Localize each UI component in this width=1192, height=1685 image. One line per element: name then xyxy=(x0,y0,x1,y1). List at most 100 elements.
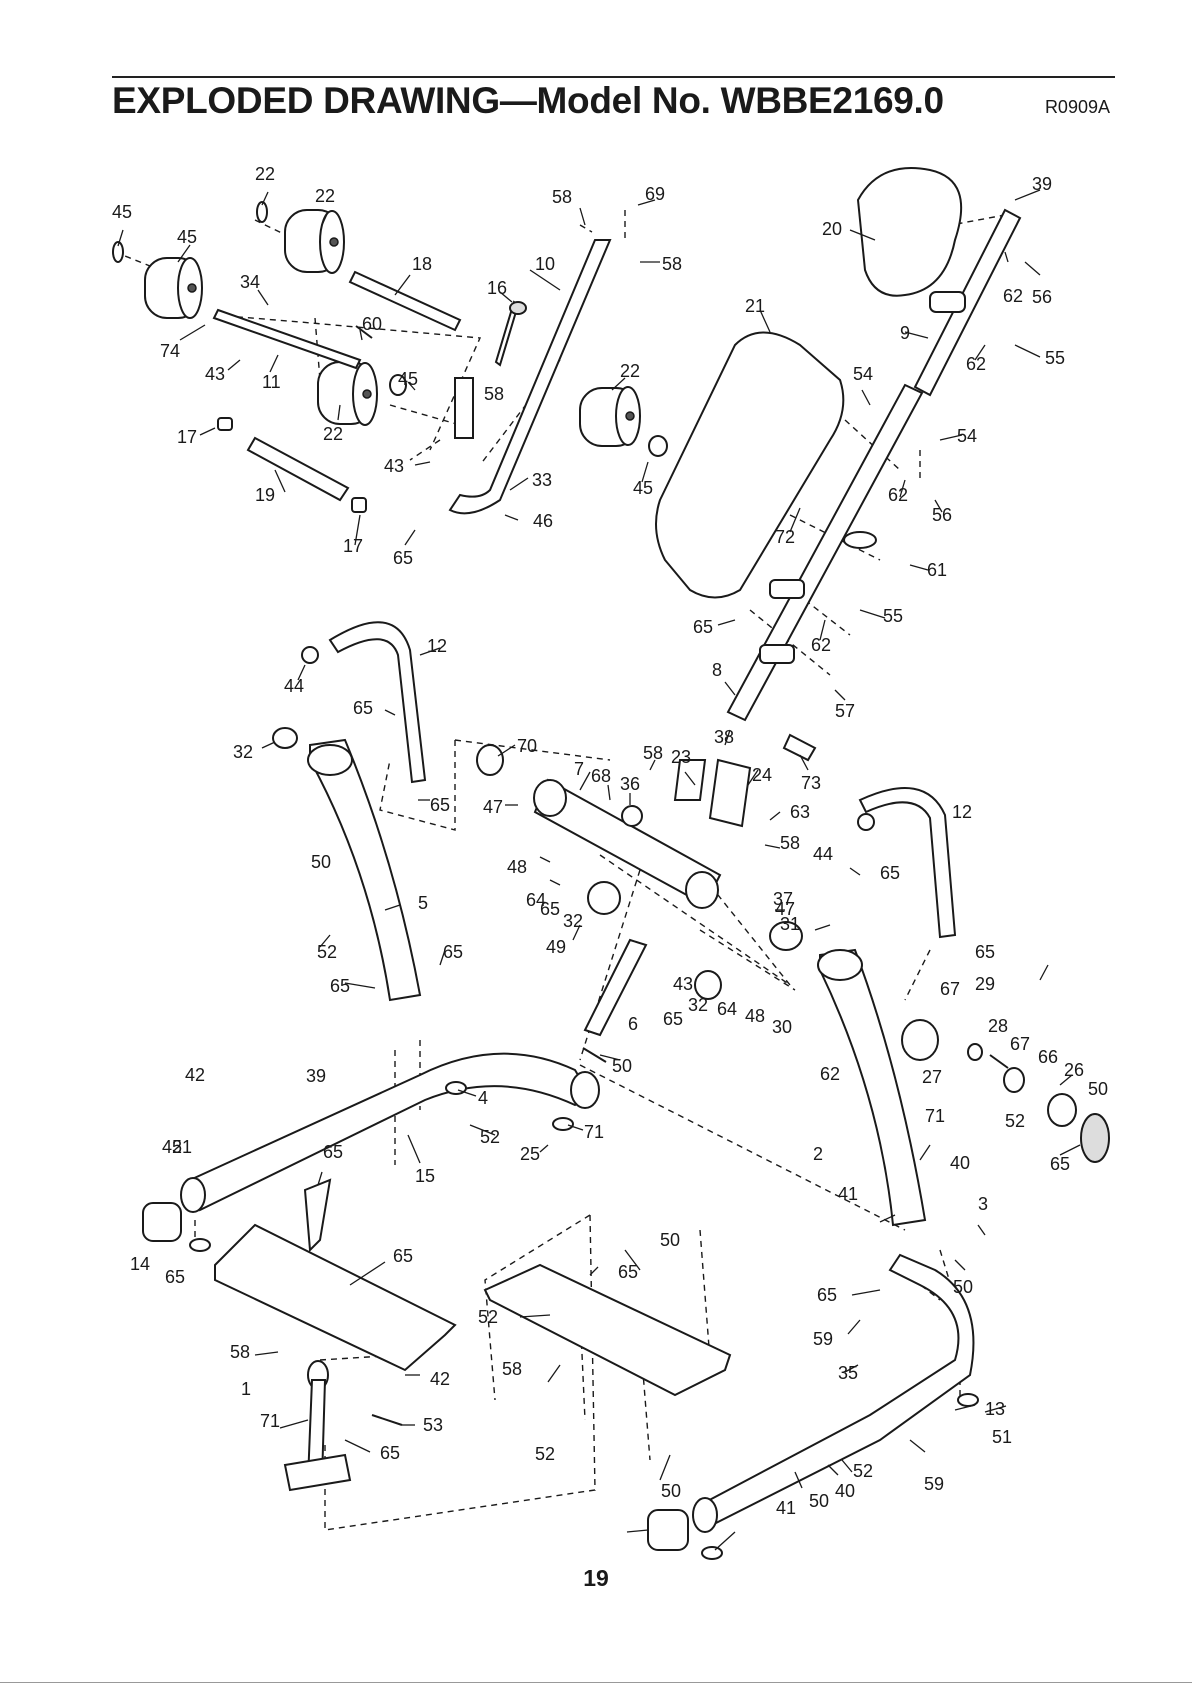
handlebar-12-left xyxy=(328,621,427,784)
part-label: 62 xyxy=(888,485,908,505)
part-label: 71 xyxy=(925,1106,945,1126)
part-label: 65 xyxy=(1050,1154,1070,1174)
part-label: 65 xyxy=(380,1443,400,1463)
part-label: 47 xyxy=(775,899,795,919)
part-label: 65 xyxy=(975,942,995,962)
part-label: 43 xyxy=(384,456,404,476)
part-label: 62 xyxy=(1003,286,1023,306)
disc-31 xyxy=(769,921,803,951)
part-label: 52 xyxy=(1005,1111,1025,1131)
part-label: 32 xyxy=(688,995,708,1015)
part-label: 71 xyxy=(584,1122,604,1142)
part-label: 12 xyxy=(427,636,447,656)
part-label: 65 xyxy=(618,1262,638,1282)
disc-45-b xyxy=(256,201,268,223)
part-label: 65 xyxy=(817,1285,837,1305)
title-rule xyxy=(112,76,1115,78)
disc-45-a xyxy=(112,241,124,263)
part-label: 44 xyxy=(813,844,833,864)
part-label: 26 xyxy=(1064,1060,1084,1080)
seat-21 xyxy=(655,331,845,599)
part-label: 54 xyxy=(853,364,873,384)
part-label: 65 xyxy=(443,942,463,962)
part-label: 32 xyxy=(563,911,583,931)
part-label: 39 xyxy=(306,1066,326,1086)
part-label: 17 xyxy=(343,536,363,556)
part-label: 9 xyxy=(900,323,910,343)
part-number-labels: 45 22 45 22 58 69 39 10 58 18 16 34 60 7… xyxy=(112,164,1108,1518)
part-label: 68 xyxy=(591,766,611,786)
part-label: 8 xyxy=(712,660,722,680)
part-label: 65 xyxy=(330,976,350,996)
part-label: 65 xyxy=(393,1246,413,1266)
part-label: 62 xyxy=(820,1064,840,1084)
part-label: 58 xyxy=(230,1342,250,1362)
part-label: 17 xyxy=(177,427,197,447)
cap-17-b xyxy=(351,497,367,513)
part-label: 43 xyxy=(205,364,225,384)
part-label: 35 xyxy=(838,1363,858,1383)
part-label: 45 xyxy=(112,202,132,222)
axle-19 xyxy=(246,436,350,502)
disc-45-d xyxy=(648,435,668,457)
part-label: 22 xyxy=(315,186,335,206)
pad-14 xyxy=(214,1223,457,1372)
roller-22-d xyxy=(579,386,641,447)
part-label: 27 xyxy=(922,1067,942,1087)
part-label: 52 xyxy=(478,1307,498,1327)
part-label: 36 xyxy=(620,774,640,794)
part-label: 49 xyxy=(546,937,566,957)
part-label: 52 xyxy=(317,942,337,962)
part-label: 37 xyxy=(773,889,793,909)
upright-5 xyxy=(309,738,422,1002)
end-cap-40-b xyxy=(647,1509,689,1551)
part-label: 23 xyxy=(671,747,691,767)
disc-45-c xyxy=(389,374,407,396)
disc-70 xyxy=(476,744,504,776)
part-label: 45 xyxy=(177,227,197,247)
page-number: 19 xyxy=(583,1565,609,1591)
part-label: 50 xyxy=(612,1056,632,1076)
part-label: 67 xyxy=(940,979,960,999)
part-label: 42 xyxy=(185,1065,205,1085)
bracket-3 xyxy=(483,1263,732,1397)
part-label: 45 xyxy=(633,478,653,498)
part-label: 62 xyxy=(811,635,831,655)
part-label: 66 xyxy=(1038,1047,1058,1067)
part-label: 44 xyxy=(284,676,304,696)
part-label: 15 xyxy=(415,1166,435,1186)
part-label: 28 xyxy=(988,1016,1008,1036)
bushing-36 xyxy=(621,805,643,827)
part-label: 51 xyxy=(992,1427,1012,1447)
foot-42-c xyxy=(957,1393,979,1407)
handlebar-12-right xyxy=(858,787,957,939)
part-label: 50 xyxy=(953,1277,973,1297)
part-label: 58 xyxy=(484,384,504,404)
clamp-9 xyxy=(929,291,966,313)
part-label: 65 xyxy=(393,548,413,568)
parts xyxy=(112,167,1110,1560)
headrest-20 xyxy=(856,167,963,297)
bracket-23 xyxy=(673,759,707,801)
part-label: 64 xyxy=(526,890,546,910)
part-label: 50 xyxy=(311,852,331,872)
part-label: 6 xyxy=(628,1014,638,1034)
ring-32-center xyxy=(587,881,621,915)
part-label: 65 xyxy=(353,698,373,718)
part-label: 10 xyxy=(535,254,555,274)
bar-6 xyxy=(583,938,648,1037)
part-label: 50 xyxy=(660,1230,680,1250)
cap-44-right xyxy=(857,813,875,831)
roller-22-c xyxy=(317,361,378,426)
part-label: 55 xyxy=(1045,348,1065,368)
part-label: 52 xyxy=(535,1444,555,1464)
part-label: 39 xyxy=(1032,174,1052,194)
roller-22-a xyxy=(144,257,203,319)
bracket-58 xyxy=(454,377,474,439)
ring-26 xyxy=(1047,1093,1077,1127)
cap-44-left xyxy=(301,646,319,664)
part-label: 48 xyxy=(745,1006,765,1026)
part-label: 51 xyxy=(172,1137,192,1157)
spring-60 xyxy=(355,325,373,339)
part-label: 58 xyxy=(662,254,682,274)
